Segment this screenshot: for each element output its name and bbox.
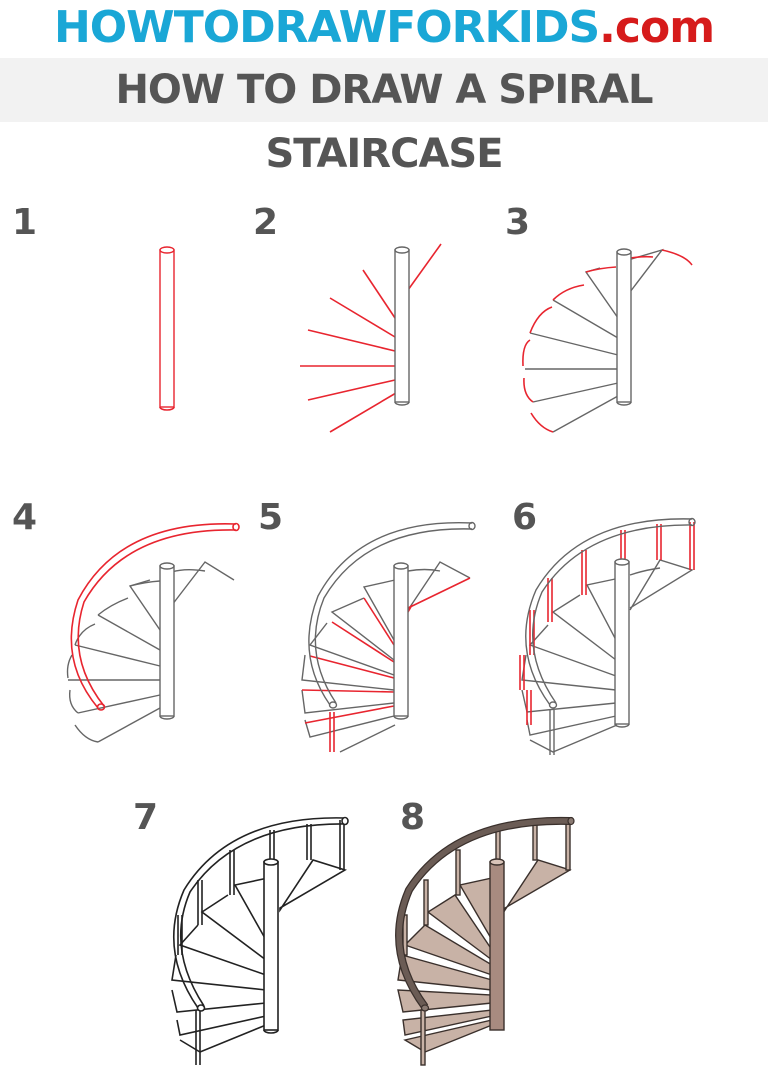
site-brand: HOWTODRAWFORKIDS xyxy=(53,2,600,53)
step-number-2: 2 xyxy=(253,202,279,243)
step-number-1: 1 xyxy=(12,202,38,243)
step-number-3: 3 xyxy=(505,202,531,243)
step-number-6: 6 xyxy=(512,497,538,538)
site-logo: HOWTODRAWFORKIDS.com xyxy=(0,0,768,56)
step-number-4: 4 xyxy=(12,497,38,538)
step-number-7: 7 xyxy=(133,797,159,838)
site-tld: .com xyxy=(599,2,715,53)
page-title: HOW TO DRAW A SPIRAL STAIRCASE xyxy=(115,67,653,177)
step-number-8: 8 xyxy=(400,797,426,838)
step-number-5: 5 xyxy=(258,497,284,538)
title-band: HOW TO DRAW A SPIRAL STAIRCASE xyxy=(0,58,768,177)
